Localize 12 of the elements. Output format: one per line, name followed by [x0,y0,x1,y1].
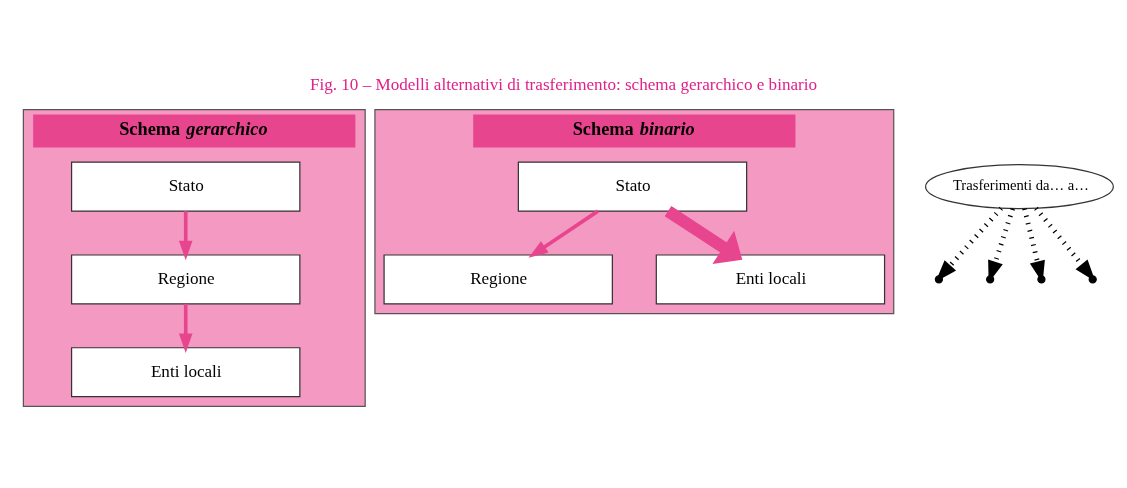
node-box: Stato [71,161,301,212]
arrow [178,303,193,353]
node-ellipse: Trasferimenti da… a… [925,164,1114,210]
node-box: Enti locali [71,347,301,398]
diagram-title: Fig. 10 – Modelli alternativi di trasferimento: schema gerarchico e binario [310,75,817,95]
arrow [178,211,193,261]
arrow [664,206,743,264]
node-box: Regione [383,254,613,305]
node-box: Regione [71,254,301,305]
arrow [528,209,599,258]
node-box: Stato [517,161,748,212]
node-box: Enti locali [655,254,886,305]
